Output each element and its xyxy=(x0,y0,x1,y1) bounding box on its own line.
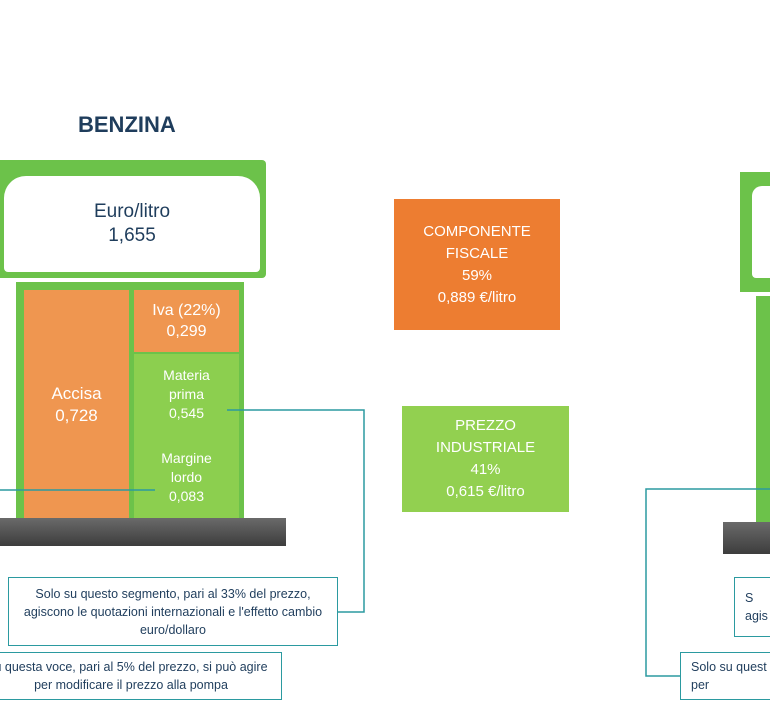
note-segment: Solo su questo segmento, pari al 33% del… xyxy=(8,577,338,646)
note-voce-line2: per modificare il prezzo alla pompa xyxy=(34,678,228,692)
prezzo-industriale-box: PREZZO INDUSTRIALE 41% 0,615 €/litro xyxy=(402,406,569,512)
right-note-segment-line1: S xyxy=(745,591,754,605)
segment-iva: Iva (22%) 0,299 xyxy=(134,290,239,352)
iva-label: Iva (22%) xyxy=(152,302,221,319)
margine-line1: Margine xyxy=(161,449,212,466)
industriale-line1: PREZZO xyxy=(455,417,516,434)
display-label: Euro/litro xyxy=(93,201,171,222)
right-pump-body xyxy=(756,296,770,522)
right-note-voce-line2: per xyxy=(691,678,710,692)
note-segment-line3: euro/dollaro xyxy=(139,622,206,637)
fiscale-line1: COMPONENTE xyxy=(423,222,531,240)
note-voce: u questa voce, pari al 5% del prezzo, si… xyxy=(0,652,282,700)
materia-line1: Materia xyxy=(163,366,210,383)
connector-right-note xyxy=(645,488,770,677)
segment-margine-lordo: Margine lordo 0,083 xyxy=(134,434,239,520)
segment-accisa: Accisa 0,728 xyxy=(24,290,129,520)
iva-value: 0,299 xyxy=(166,323,207,340)
componente-fiscale-box: COMPONENTE FISCALE 59% 0,889 €/litro xyxy=(394,199,560,330)
materia-line2: prima xyxy=(168,385,204,402)
page-title: BENZINA xyxy=(78,112,176,137)
right-note-voce-line1: Solo su quest xyxy=(691,660,767,674)
margine-line2: lordo xyxy=(170,468,203,485)
note-segment-line1: Solo su questo segmento, pari al 33% del… xyxy=(35,586,311,601)
industriale-amount: 0,615 €/litro xyxy=(446,483,525,500)
pump-display: Euro/litro 1,655 xyxy=(4,176,260,272)
connector-materia-note xyxy=(227,409,365,613)
segment-materia-prima: Materia prima 0,545 xyxy=(134,354,239,434)
note-segment-line2: agiscono le quotazioni internazionali e … xyxy=(23,604,323,619)
right-pump-base xyxy=(723,522,770,554)
materia-value: 0,545 xyxy=(168,404,205,421)
fiscale-line2: FISCALE xyxy=(445,244,509,262)
right-note-voce: Solo su quest per xyxy=(680,652,770,700)
accisa-value: 0,728 xyxy=(55,406,98,425)
fiscale-percent: 59% xyxy=(461,266,493,284)
industriale-percent: 41% xyxy=(470,461,501,478)
margine-value: 0,083 xyxy=(168,487,205,504)
accisa-label: Accisa xyxy=(51,384,102,403)
right-note-segment: S agis xyxy=(734,577,770,637)
right-note-segment-line2: agis xyxy=(745,609,768,623)
right-pump-display xyxy=(752,186,770,278)
industriale-line2: INDUSTRIALE xyxy=(435,439,536,456)
note-voce-line1: u questa voce, pari al 5% del prezzo, si… xyxy=(0,660,268,674)
display-value: 1,655 xyxy=(108,225,156,246)
pump-base xyxy=(0,518,286,546)
fiscale-amount: 0,889 €/litro xyxy=(437,288,517,306)
